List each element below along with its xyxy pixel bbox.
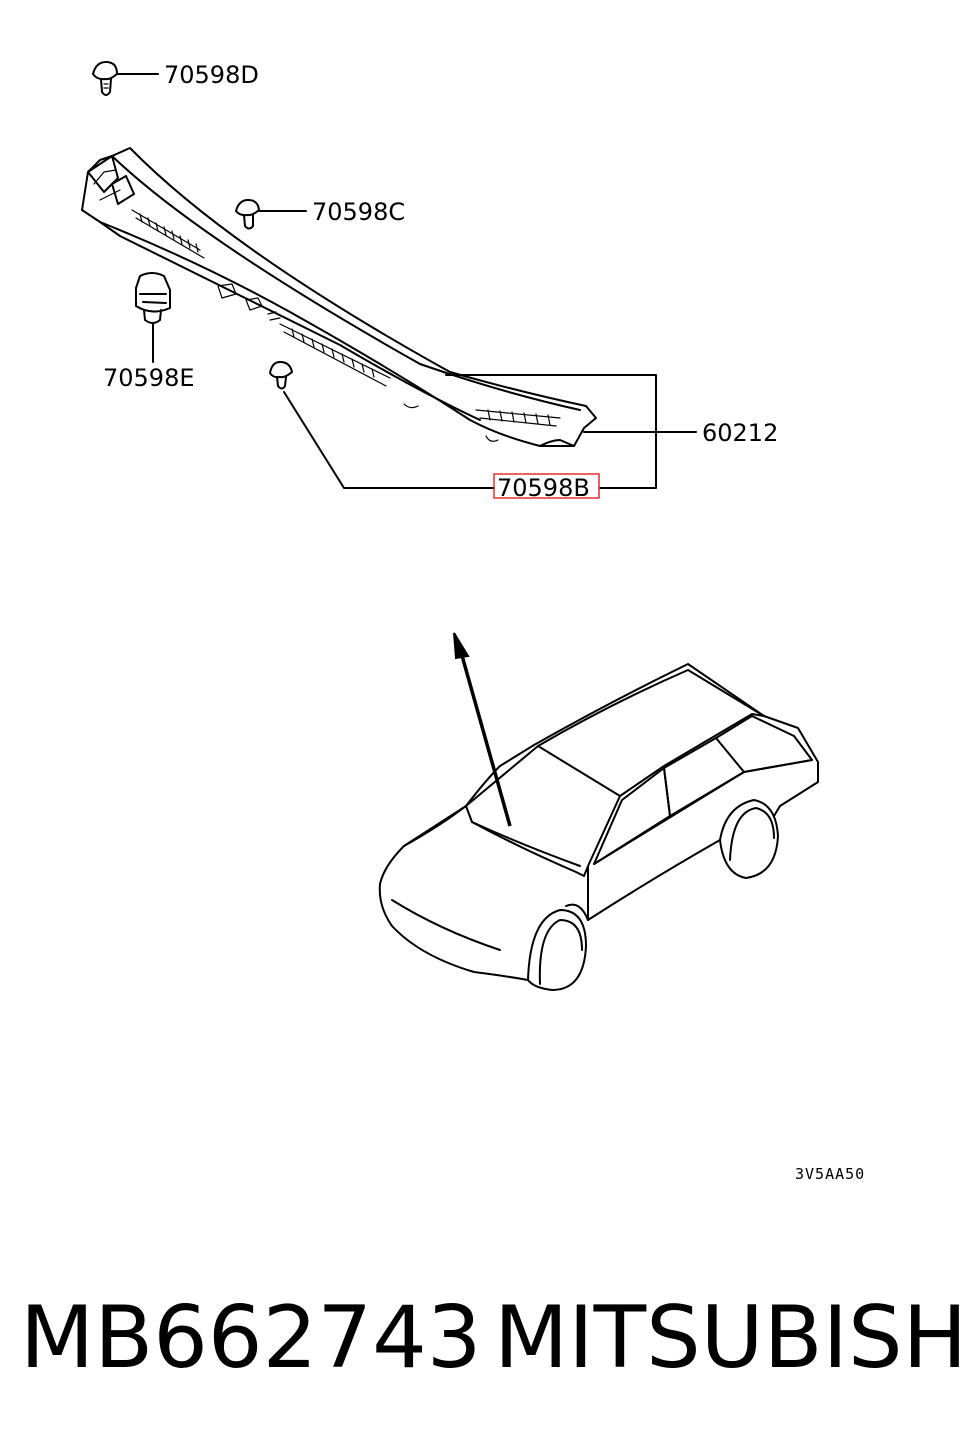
callout-70598d: 70598D	[164, 61, 259, 89]
drawing-code: 3V5AA50	[795, 1165, 865, 1183]
callout-70598e: 70598E	[103, 364, 195, 392]
clip-70598b-icon	[269, 361, 293, 390]
callout-70598b: 70598B	[497, 474, 590, 502]
cowl-panel-drawing	[81, 147, 597, 447]
clip-70598d-icon	[92, 61, 118, 96]
brand-name: MITSUBISHI	[494, 1288, 960, 1388]
clip-70598c-icon	[235, 199, 260, 230]
clip-70598e-icon	[135, 272, 171, 324]
car-outline-drawing	[378, 663, 819, 991]
footer: MB662743 MITSUBISHI	[0, 1290, 960, 1400]
leader-70598b	[283, 391, 495, 489]
callout-70598c: 70598C	[312, 198, 405, 226]
highlight-box	[493, 473, 600, 499]
part-number: MB662743	[20, 1288, 482, 1388]
location-arrow	[453, 632, 512, 827]
callout-60212: 60212	[702, 419, 778, 447]
